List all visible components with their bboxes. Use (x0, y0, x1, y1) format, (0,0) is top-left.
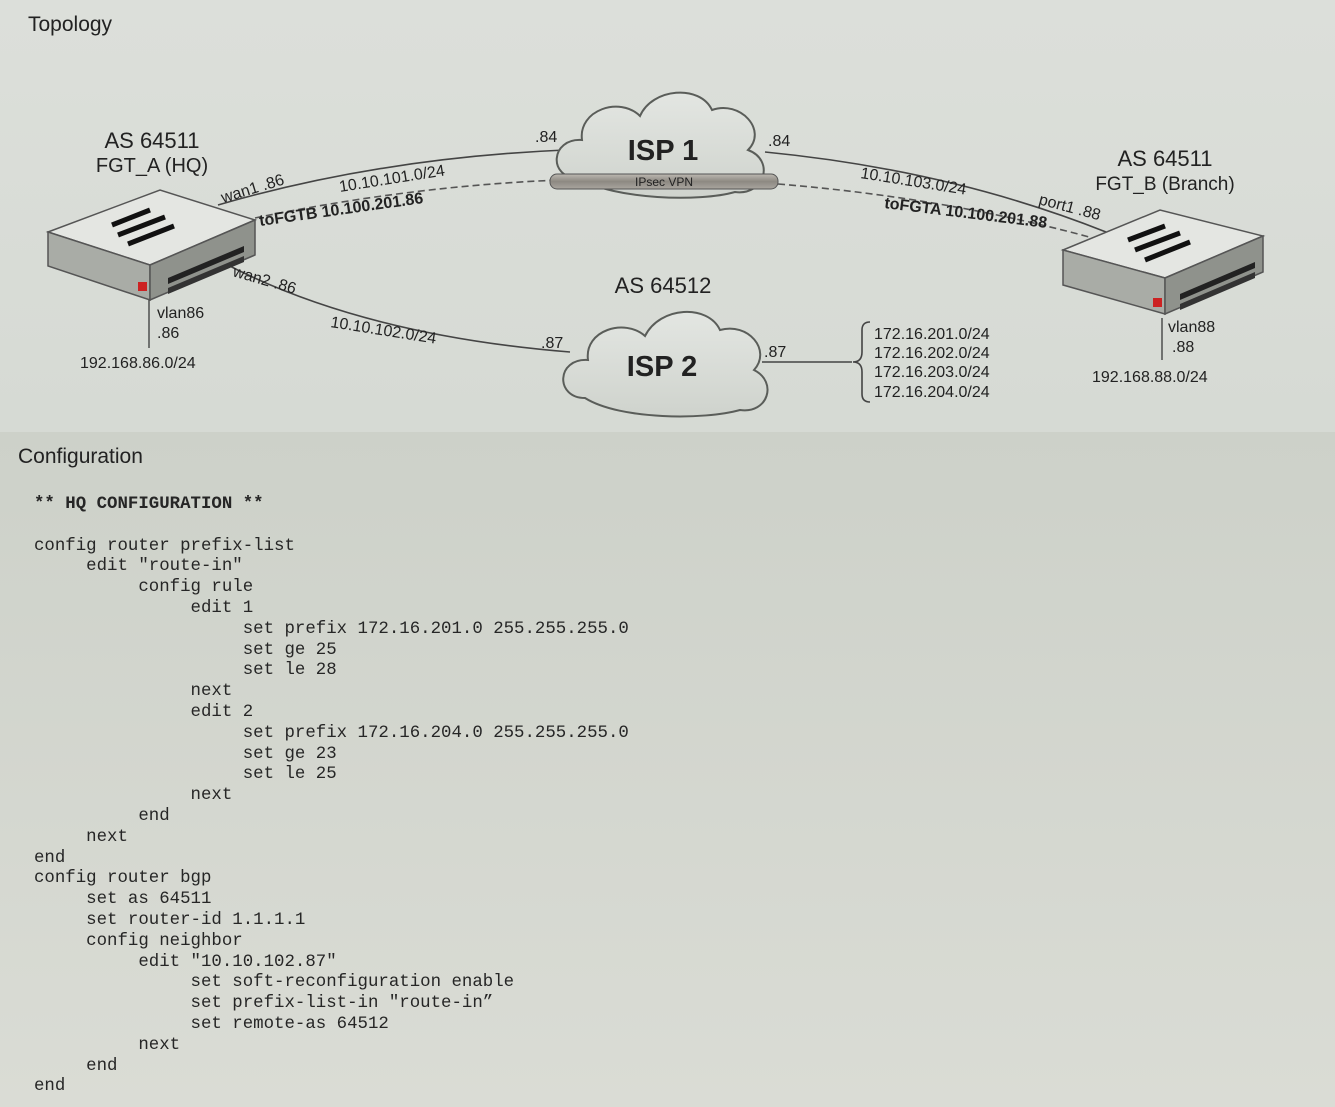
config-line: end (34, 848, 66, 868)
isp2-network: 172.16.204.0/24 (874, 384, 990, 401)
tunnel-hq (254, 179, 561, 219)
config-line: set soft-reconfiguration enable (34, 973, 515, 993)
topology-title: Topology (28, 13, 113, 36)
tunnel-hq-label: toFGTB 10.100.201.86 (258, 190, 424, 230)
config-line: set ge 25 (34, 640, 337, 660)
config-line: set ge 23 (34, 744, 337, 764)
config-line: config router bgp (34, 869, 212, 889)
branch-lan-label: 192.168.88.0/24 (1092, 369, 1208, 386)
configuration-panel: Configuration (0, 432, 1335, 1107)
ipsec-vpn-tunnel (549, 173, 779, 190)
branch-vlan-ip: .88 (1172, 339, 1194, 356)
hq-vlan-ip: .86 (157, 325, 179, 342)
isp1-ip-right: .84 (768, 133, 790, 150)
config-line: config neighbor (34, 931, 243, 951)
isp2-name: ISP 2 (627, 351, 697, 383)
fgt-a-device (45, 189, 258, 302)
link-hq-isp2-label: 10.10.102.0/24 (329, 314, 437, 348)
topology-diagram: AS 64511 FGT_A (HQ) wan1 .86 wan2 .86 vl… (45, 91, 1266, 418)
config-header: ** HQ CONFIGURATION ** (34, 495, 264, 514)
hq-wan1-label: wan1 .86 (218, 172, 286, 208)
tunnel-branch (777, 183, 1101, 241)
hq-vlan-label: vlan86 (157, 305, 204, 322)
isp1-ip-left: .84 (535, 129, 557, 146)
config-line: next (34, 786, 233, 806)
link-branch-isp1 (764, 151, 1107, 233)
config-lines: config router prefix-list edit "route-in… (34, 537, 629, 1097)
config-line: set le 28 (34, 661, 337, 681)
isp2-network: 172.16.201.0/24 (874, 326, 990, 343)
hq-name-label: FGT_A (HQ) (96, 155, 208, 177)
isp1-name: ISP 1 (628, 135, 698, 167)
branch-vlan-label: vlan88 (1168, 319, 1215, 336)
config-line: set prefix-list-in "route-in” (34, 994, 494, 1014)
configuration-title: Configuration (18, 445, 143, 468)
isp2-ip-left: .87 (541, 335, 563, 352)
fgt-b-device (1060, 209, 1266, 316)
config-line: end (34, 1056, 118, 1076)
branch-name-label: FGT_B (Branch) (1095, 174, 1234, 195)
config-line: set remote-as 64512 (34, 1014, 389, 1034)
link-branch-isp1-label: 10.10.103.0/24 (859, 165, 967, 199)
config-line: next (34, 1035, 181, 1055)
hq-wan2-label: wan2 .86 (230, 263, 298, 298)
config-line: set as 64511 (34, 890, 212, 910)
config-line: edit 2 (34, 702, 254, 722)
config-line: end (34, 1077, 66, 1097)
config-line: set le 25 (34, 765, 337, 785)
config-line: config router prefix-list (34, 536, 295, 556)
topology-panel: Topology (0, 0, 1335, 432)
config-line: set router-id 1.1.1.1 (34, 910, 306, 930)
config-line: edit "10.10.102.87" (34, 952, 337, 972)
config-line: set prefix 172.16.201.0 255.255.255.0 (34, 619, 629, 639)
config-line: next (34, 827, 128, 847)
networks-brace (852, 321, 871, 403)
config-line: edit "route-in" (34, 557, 243, 577)
config-line: next (34, 682, 233, 702)
branch-as-label: AS 64511 (1117, 146, 1212, 171)
config-line: set prefix 172.16.204.0 255.255.255.0 (34, 723, 629, 743)
config-code-block: ** HQ CONFIGURATION ** config router pre… (34, 495, 629, 1098)
config-line: edit 1 (34, 598, 254, 618)
isp2-ip-right: .87 (764, 344, 786, 361)
config-line: end (34, 806, 170, 826)
tunnel-branch-label: toFGTA 10.100.201.88 (884, 195, 1049, 232)
isp2-network: 172.16.202.0/24 (874, 345, 990, 362)
ipsec-vpn-label: IPsec VPN (635, 175, 693, 189)
isp2-cloud (562, 310, 769, 418)
isp2-network: 172.16.203.0/24 (874, 364, 990, 381)
config-line: config rule (34, 578, 254, 598)
link-hq-isp1 (217, 149, 566, 206)
link-hq-isp2 (221, 261, 571, 353)
hq-as-label: AS 64511 (104, 128, 199, 153)
isp2-as-label: AS 64512 (615, 273, 712, 298)
isp1-cloud (555, 91, 765, 199)
hq-lan-label: 192.168.86.0/24 (80, 355, 196, 372)
